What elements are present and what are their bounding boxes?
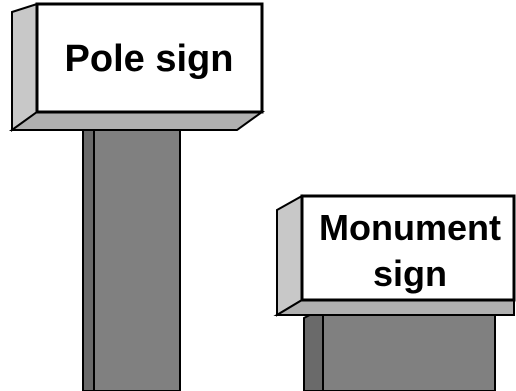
monument-base-front-face: [322, 307, 496, 391]
monument-sign-cabinet: Monument sign: [273, 194, 516, 317]
pole-sign: Pole sign: [8, 2, 266, 391]
monument-base-side-face: [303, 306, 324, 391]
monument-sign-label-line1: Monument: [319, 207, 501, 248]
monument-sign-side-panel: [276, 194, 303, 317]
pole-sign-side-panel: [11, 2, 38, 132]
pole: [82, 117, 181, 391]
pole-sign-cabinet: Pole sign: [8, 2, 266, 132]
pole-side-face: [82, 117, 95, 391]
monument-sign-label-line2: sign: [373, 253, 447, 294]
monument-sign-face: [300, 194, 516, 302]
pole-front-face: [93, 119, 181, 391]
monument-sign: Monument sign: [273, 194, 516, 391]
pole-sign-bottom-panel: [8, 111, 266, 131]
pole-sign-face: [35, 2, 264, 114]
monument-base: [303, 306, 496, 391]
pole-sign-label: Pole sign: [65, 38, 234, 80]
monument-sign-bottom-panel: [273, 299, 515, 316]
